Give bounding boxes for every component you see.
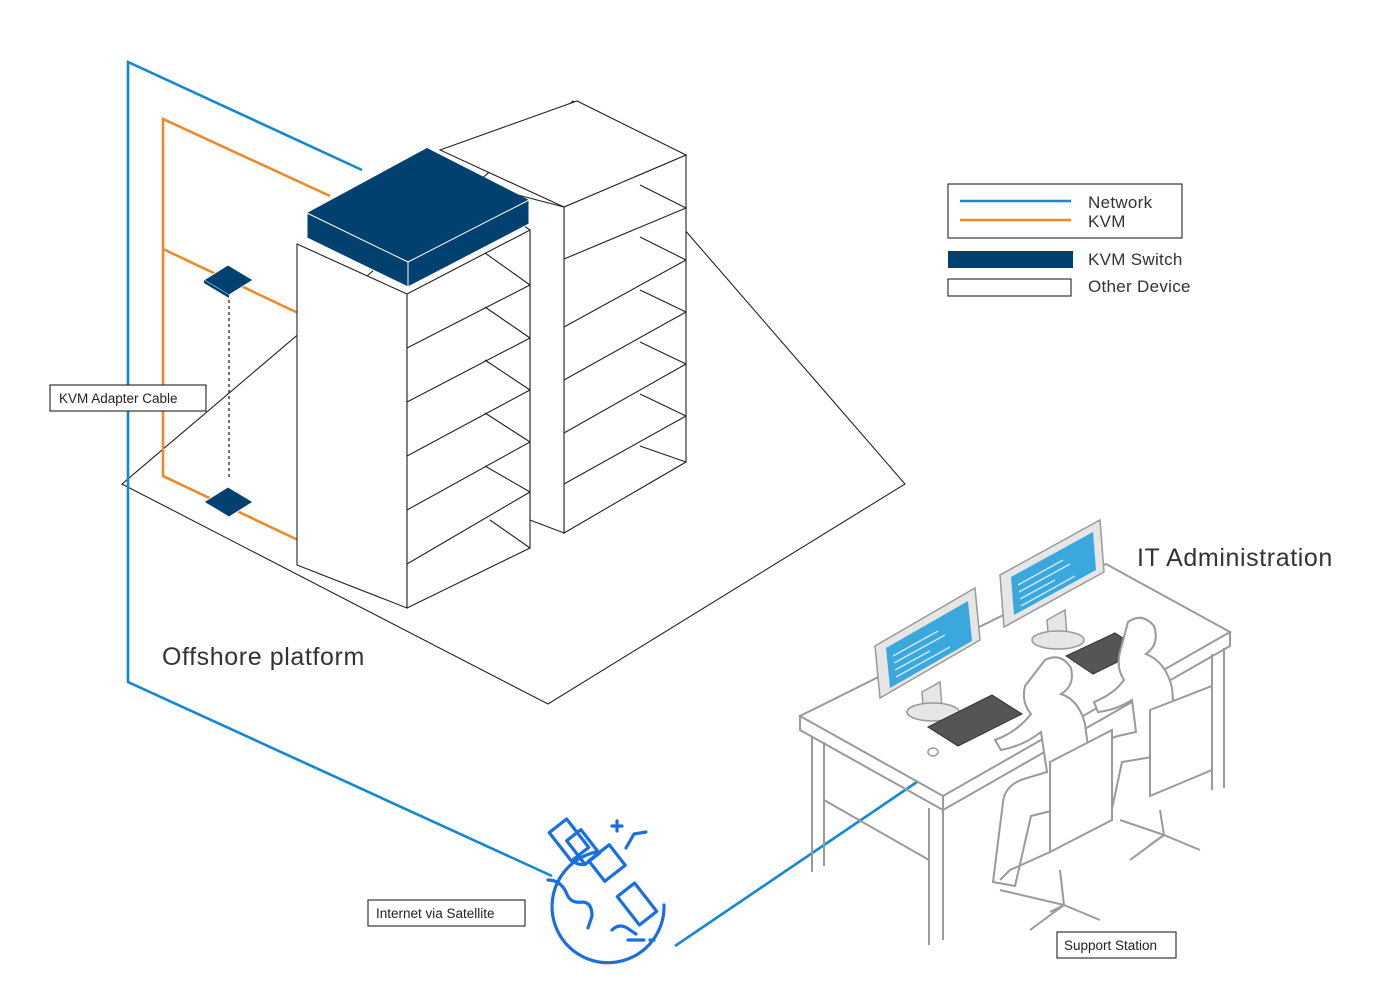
internet-via-satellite-label: Internet via Satellite xyxy=(367,899,526,927)
legend-other-device: Other Device xyxy=(1088,277,1191,296)
legend-kvm: KVM xyxy=(1088,212,1126,231)
kvm-adapter-cable-label: KVM Adapter Cable xyxy=(49,384,207,412)
svg-text:Support Station: Support Station xyxy=(1064,938,1157,953)
kvm-adapter-bottom xyxy=(203,486,254,518)
kvm-adapter-top xyxy=(203,264,254,298)
legend-kvm-switch-swatch xyxy=(948,251,1073,268)
chairs xyxy=(999,684,1213,931)
offshore-platform-label: Offshore platform xyxy=(162,643,365,671)
network-line xyxy=(126,59,553,878)
front-rack xyxy=(296,229,531,609)
svg-text:Internet via Satellite: Internet via Satellite xyxy=(376,906,495,921)
svg-text:KVM Adapter Cable: KVM Adapter Cable xyxy=(59,391,178,406)
legend: Network KVM KVM Switch Other Device xyxy=(947,183,1191,297)
it-administration-label: IT Administration xyxy=(1137,544,1333,572)
legend-other-device-swatch xyxy=(947,278,1072,297)
legend-lines-box xyxy=(947,183,1183,239)
monitor-right xyxy=(999,518,1105,650)
back-rack xyxy=(438,100,688,534)
satellite-globe-icon xyxy=(546,817,666,965)
network-line-station xyxy=(674,780,918,948)
kvm-switch xyxy=(306,148,530,288)
support-station-label: Support Station xyxy=(1056,931,1177,959)
monitor-left xyxy=(874,586,981,722)
legend-network: Network xyxy=(1088,193,1153,212)
legend-kvm-switch: KVM Switch xyxy=(1088,250,1183,269)
